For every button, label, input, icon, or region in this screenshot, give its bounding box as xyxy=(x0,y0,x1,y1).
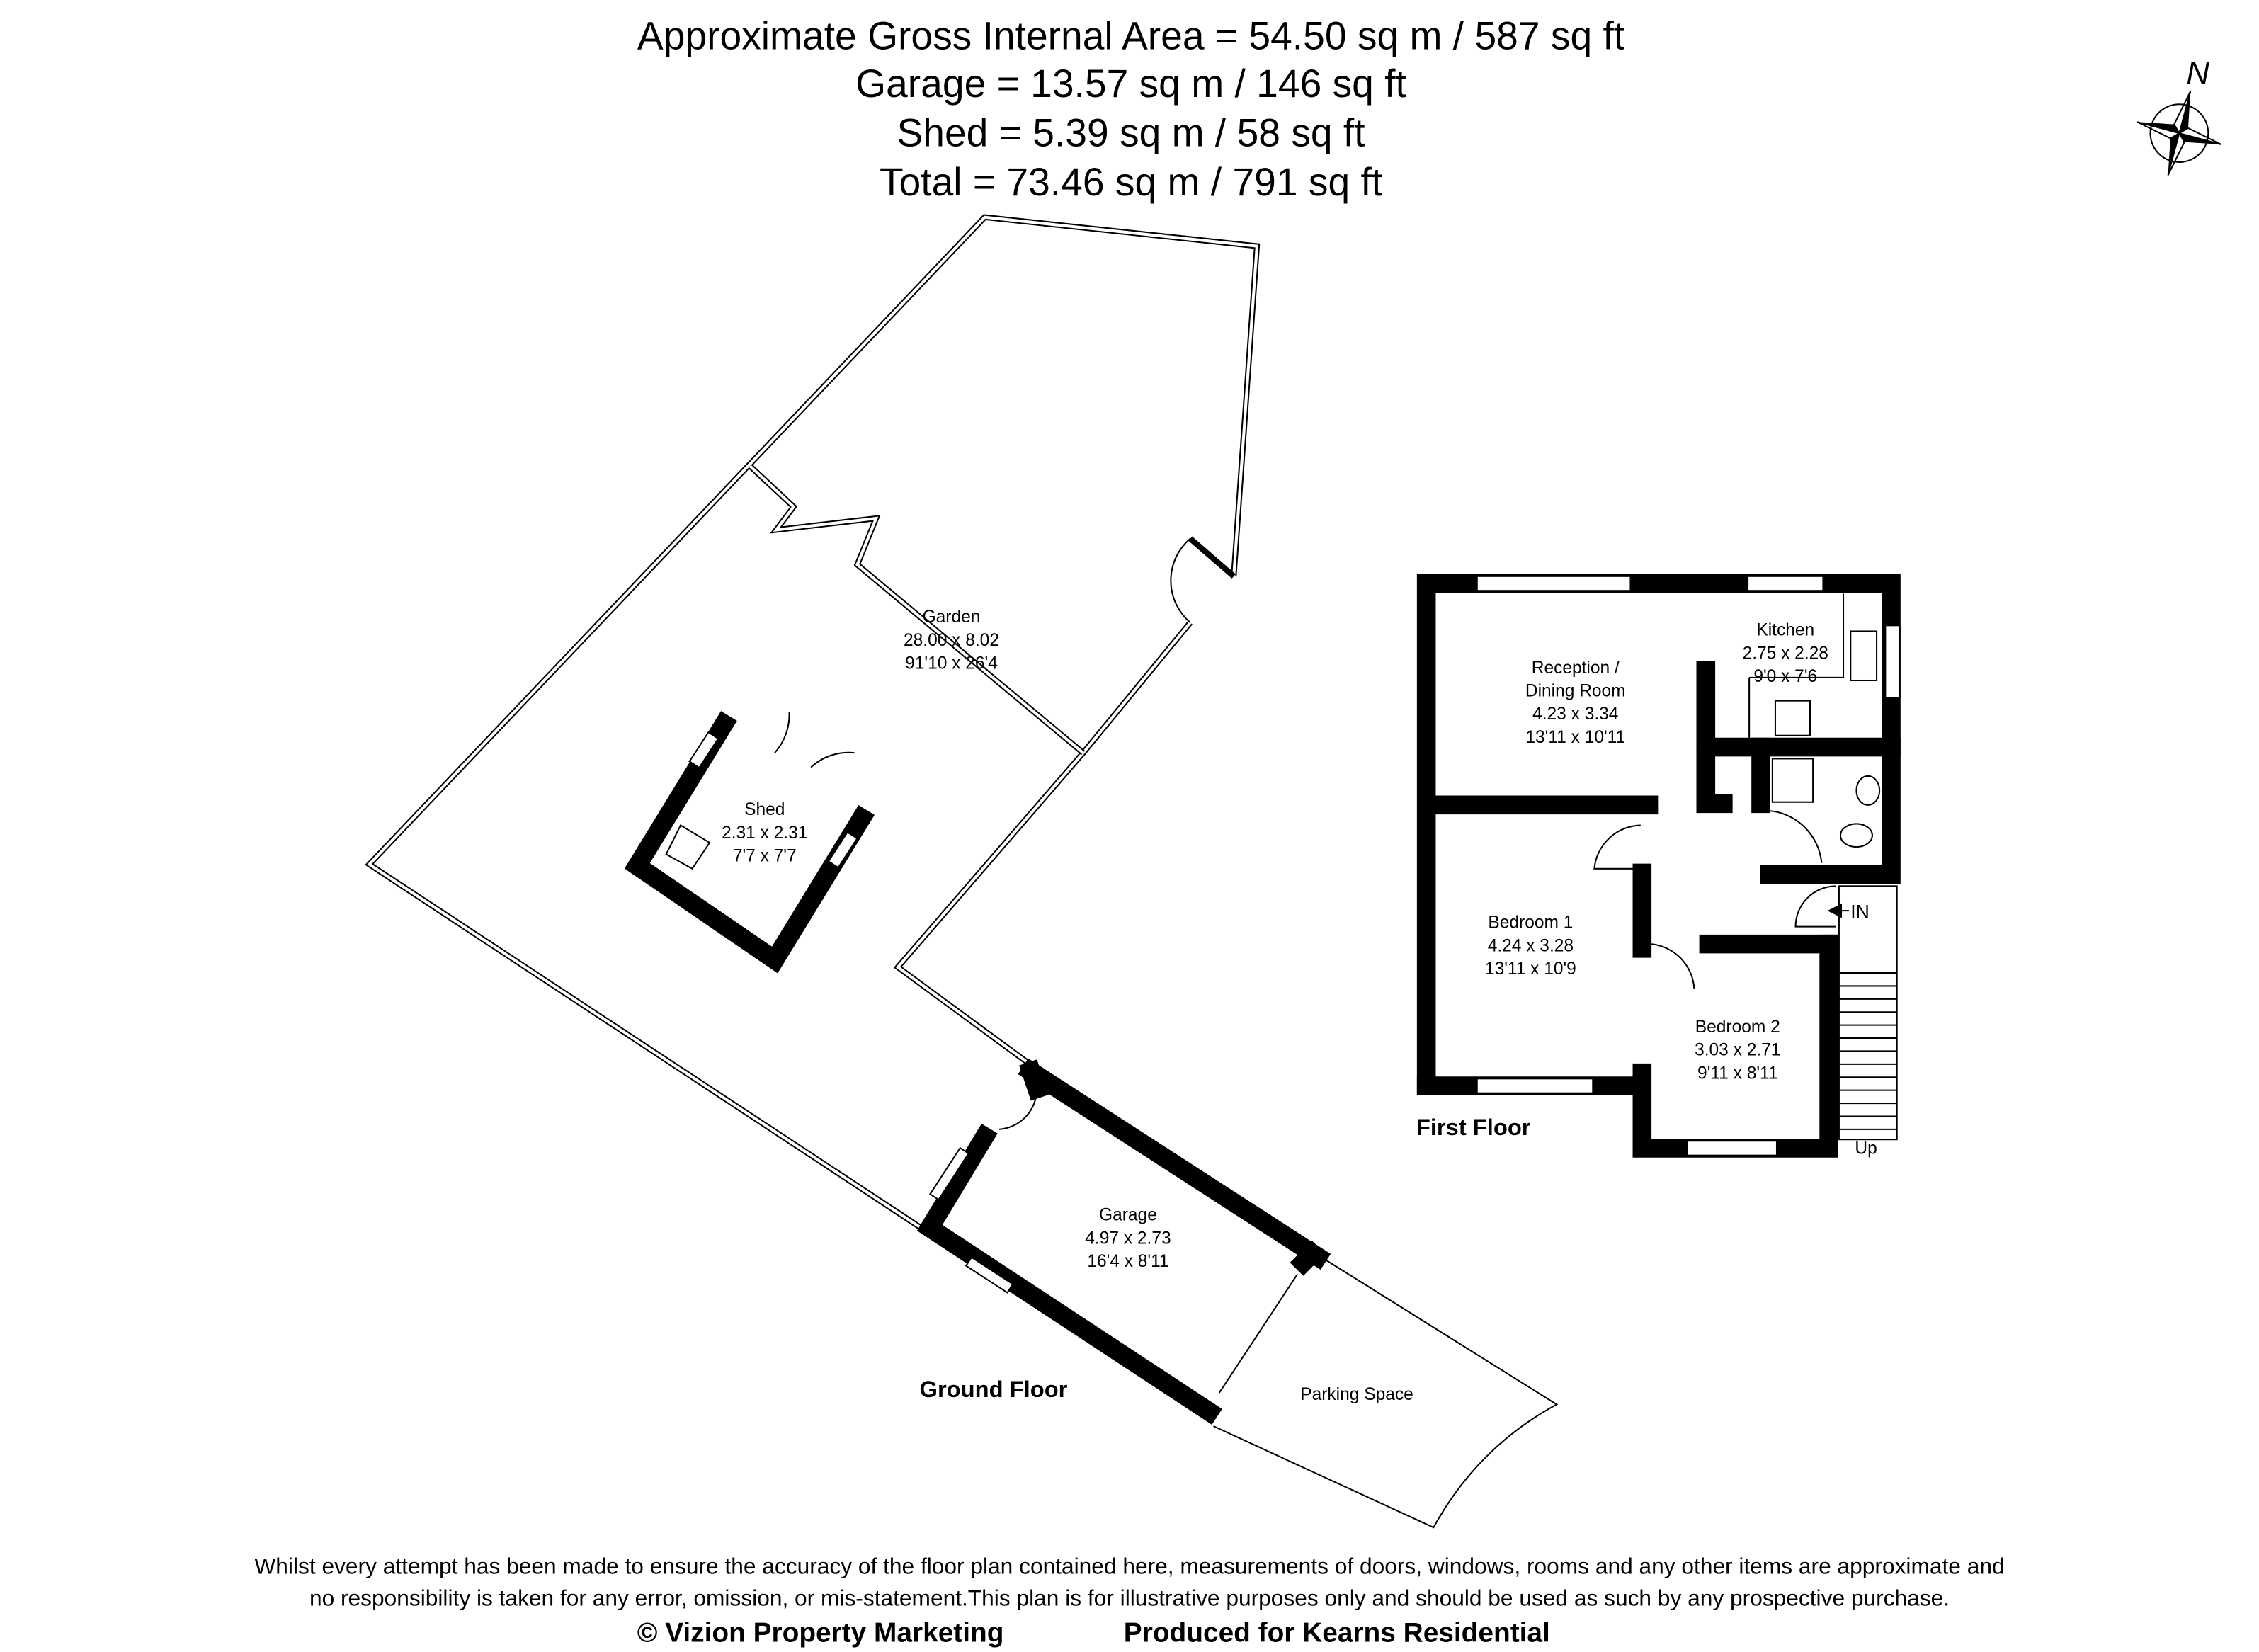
first-floor-walls xyxy=(1416,574,1901,1158)
svg-text:16'4 x 8'11: 16'4 x 8'11 xyxy=(1087,1252,1168,1271)
svg-text:13'11 x 10'9: 13'11 x 10'9 xyxy=(1485,959,1576,979)
produced-for-text: Produced for Kearns Residential xyxy=(1124,1618,1550,1648)
svg-text:Parking Space: Parking Space xyxy=(1300,1385,1413,1404)
garage-label: Garage 4.97 x 2.73 16'4 x 8'11 xyxy=(1085,1206,1171,1271)
ground-floor-label: Ground Floor xyxy=(920,1376,1068,1402)
total-area-text: Total = 73.46 sq m / 791 sq ft xyxy=(880,160,1382,204)
shed xyxy=(624,711,875,974)
svg-text:2.31 x 2.31: 2.31 x 2.31 xyxy=(722,824,807,843)
north-label: N xyxy=(2186,55,2209,91)
svg-text:Bedroom 1: Bedroom 1 xyxy=(1488,913,1573,933)
garden-label: Garden 28.00 x 8.02 91'10 x 26'4 xyxy=(904,608,999,673)
svg-text:Kitchen: Kitchen xyxy=(1756,621,1814,640)
svg-text:91'10 x 26'4: 91'10 x 26'4 xyxy=(905,654,998,673)
svg-text:13'11 x 10'11: 13'11 x 10'11 xyxy=(1525,728,1625,747)
shed-area-text: Shed = 5.39 sq m / 58 sq ft xyxy=(897,111,1365,155)
copyright-text: © Vizion Property Marketing xyxy=(637,1618,1004,1648)
svg-text:28.00 x 8.02: 28.00 x 8.02 xyxy=(904,631,999,650)
svg-text:9'0 x 7'6: 9'0 x 7'6 xyxy=(1753,667,1817,686)
bedroom-2-label: Bedroom 2 3.03 x 2.71 9'11 x 8'11 xyxy=(1695,1018,1780,1083)
svg-text:7'7 x 7'7: 7'7 x 7'7 xyxy=(733,847,797,866)
garage-area-text: Garage = 13.57 sq m / 146 sq ft xyxy=(855,62,1406,106)
stairs-up-label: Up xyxy=(1855,1139,1877,1158)
svg-text:Garage: Garage xyxy=(1099,1206,1157,1225)
stairs: Up xyxy=(1838,885,1898,1158)
svg-text:3.03 x 2.71: 3.03 x 2.71 xyxy=(1695,1041,1780,1060)
compass-rose-icon: N xyxy=(2136,55,2222,176)
svg-text:4.23 x 3.34: 4.23 x 3.34 xyxy=(1532,705,1618,724)
kitchen-label: Kitchen 2.75 x 2.28 9'0 x 7'6 xyxy=(1743,621,1828,686)
garden-boundary xyxy=(365,214,1261,1231)
gross-area-text: Approximate Gross Internal Area = 54.50 … xyxy=(637,14,1624,58)
bedroom-1-label: Bedroom 1 4.24 x 3.28 13'11 x 10'9 xyxy=(1485,913,1576,979)
svg-text:4.97 x 2.73: 4.97 x 2.73 xyxy=(1085,1229,1171,1248)
first-floor-label: First Floor xyxy=(1416,1114,1531,1140)
disclaimer-line-2: no responsibility is taken for any error… xyxy=(309,1585,1950,1611)
svg-text:Garden: Garden xyxy=(923,608,981,627)
svg-text:Shed: Shed xyxy=(744,800,785,819)
svg-text:IN: IN xyxy=(1850,901,1870,922)
svg-text:4.24 x 3.28: 4.24 x 3.28 xyxy=(1488,936,1574,955)
svg-text:Dining Room: Dining Room xyxy=(1525,681,1626,700)
svg-text:Reception /: Reception / xyxy=(1532,659,1620,678)
garage xyxy=(916,1058,1331,1425)
disclaimer-line-1: Whilst every attempt has been made to en… xyxy=(254,1554,2004,1579)
reception-label: Reception / Dining Room 4.23 x 3.34 13'1… xyxy=(1525,659,1626,747)
shed-label: Shed 2.31 x 2.31 7'7 x 7'7 xyxy=(722,800,807,865)
svg-text:9'11 x 8'11: 9'11 x 8'11 xyxy=(1697,1064,1777,1083)
svg-text:2.75 x 2.28: 2.75 x 2.28 xyxy=(1743,644,1828,663)
entrance-marker: IN xyxy=(1827,901,1870,922)
svg-text:Bedroom 2: Bedroom 2 xyxy=(1695,1018,1780,1037)
parking-space: Parking Space xyxy=(1213,1255,1559,1529)
